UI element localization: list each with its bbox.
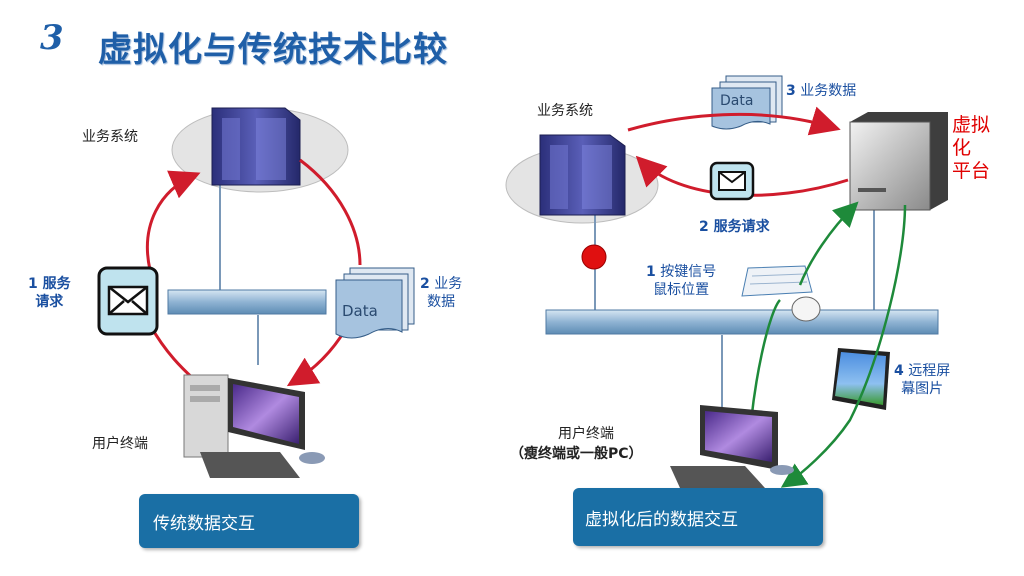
virtualization-platform-icon [849, 112, 948, 211]
left-service-request-num: 1 [28, 276, 38, 292]
right-business-system-label: 业务系统 [537, 103, 593, 119]
remote-screen-num: 4 [894, 363, 904, 379]
left-business-data-b: 数据 [427, 294, 456, 310]
right-network-bar [545, 309, 939, 335]
left-business-system-label: 业务系统 [82, 129, 138, 145]
left-service-request-a: 服务 [42, 276, 71, 292]
left-network-bar [167, 289, 327, 315]
green-arrow-screen-down [780, 204, 907, 488]
right-caption-text: 虚拟化后的数据交互 [585, 509, 738, 530]
right-business-data-text: 业务数据 [800, 83, 857, 99]
right-caption-box: 虚拟化后的数据交互 [573, 488, 823, 546]
section-number: 3 [40, 18, 64, 58]
left-business-data-a: 业务 [434, 276, 463, 292]
key-signal-label: 1 按键信号 鼠标位置 [646, 263, 716, 299]
right-data-doc-label: Data [720, 93, 754, 109]
green-arrow-keys-platform [798, 201, 859, 286]
left-arrow-request-up [145, 170, 201, 271]
remote-screen-image-icon [832, 348, 890, 410]
right-service-request-text: 服务请求 [713, 219, 770, 235]
right-user-terminal-sub: （瘦终端或一般PC） [510, 446, 643, 462]
left-data-docs-icon [335, 267, 415, 339]
left-service-request-b: 请求 [35, 294, 64, 310]
mouse-pos-text: 鼠标位置 [653, 282, 710, 298]
left-user-terminal-label: 用户终端 [92, 436, 148, 452]
right-business-data-num: 3 [786, 83, 796, 99]
left-arrow-data-down [286, 329, 347, 387]
right-user-terminal-label: 用户终端 [558, 426, 614, 442]
left-caption-text: 传统数据交互 [153, 513, 255, 534]
left-server-icon [211, 107, 301, 186]
remote-screen-label: 4 远程屏 幕图片 [894, 362, 950, 398]
left-pc-icon [183, 374, 325, 478]
right-server-icon [539, 134, 626, 216]
right-business-data-label: 3 业务数据 [786, 82, 856, 100]
virt-label-line3: 平台 [952, 160, 991, 182]
virt-label-line2: 化 [952, 137, 972, 159]
left-business-data-label: 2 业务 数据 [420, 275, 462, 311]
virtualization-platform-label: 虚拟 化 平台 [952, 114, 990, 183]
right-pc-icon [670, 405, 794, 488]
virt-label-line1: 虚拟 [952, 114, 991, 136]
remote-screen-a: 远程屏 [908, 363, 951, 379]
key-signal-text: 按键信号 [660, 264, 717, 280]
left-arrow-data-top [299, 158, 362, 266]
left-envelope-icon [97, 266, 159, 336]
left-data-doc-label: Data [342, 302, 378, 320]
right-service-request-label: 2 服务请求 [699, 218, 770, 236]
page-title: 虚拟化与传统技术比较 [98, 30, 448, 70]
block-indicator-icon [581, 244, 607, 270]
keyboard-mouse-icon [741, 265, 821, 322]
right-envelope-icon [709, 161, 755, 201]
right-service-request-num: 2 [699, 219, 709, 235]
remote-screen-b: 幕图片 [901, 381, 944, 397]
left-business-data-num: 2 [420, 276, 430, 292]
left-service-request-label: 1 服务 请求 [28, 275, 71, 311]
right-arrow-data [627, 106, 841, 136]
left-caption-box: 传统数据交互 [139, 494, 359, 548]
key-signal-num: 1 [646, 264, 656, 280]
